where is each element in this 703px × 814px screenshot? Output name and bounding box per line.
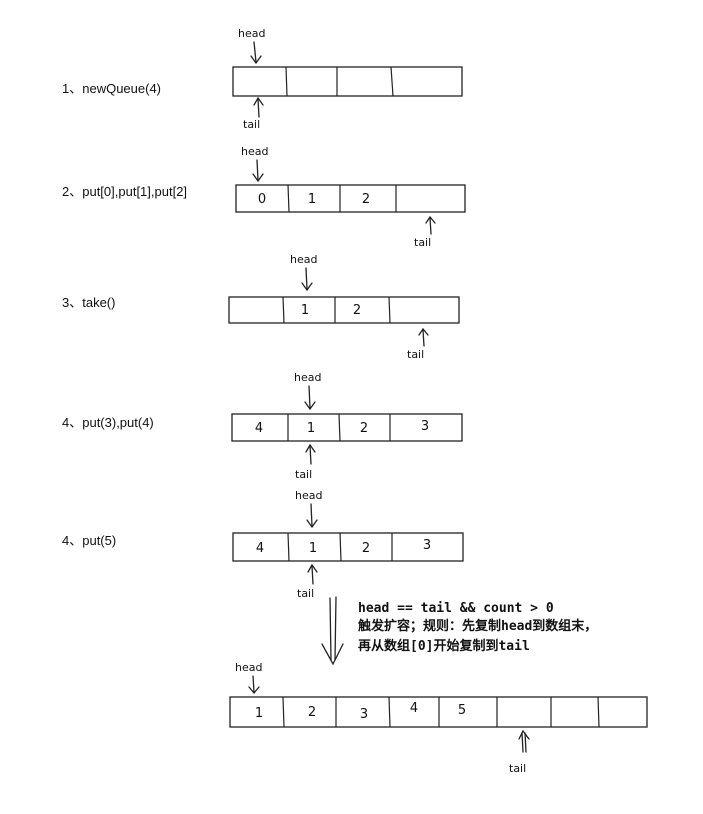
step-1: 1、newQueue(4) head tail xyxy=(62,27,463,131)
expanded-cell-0: 1 xyxy=(255,706,263,721)
step-5-cell-2: 2 xyxy=(362,541,370,556)
expansion-note: head == tail && count > 0 触发扩容；规则：先复制hea… xyxy=(357,601,597,654)
expansion-note-line-2: 触发扩容；规则：先复制head到数组末， xyxy=(357,618,597,634)
step-5-label: 4、put(5) xyxy=(62,533,116,548)
step-5-array-frame xyxy=(232,532,464,562)
step-3-head-arrow xyxy=(301,267,313,292)
expanded-divider xyxy=(597,696,600,728)
step-3-divider xyxy=(282,296,285,324)
step-4-cell-1: 1 xyxy=(307,421,315,436)
step-3-divider xyxy=(388,296,391,324)
step-2-cell-1: 1 xyxy=(308,192,316,207)
step-1-tail-label: tail xyxy=(243,118,260,131)
step-4-tail-arrow xyxy=(305,443,316,465)
step-5-head-label: head xyxy=(295,489,322,502)
step-2-cell-0: 0 xyxy=(258,192,266,207)
step-1-head-arrow xyxy=(250,41,262,65)
expanded-divider xyxy=(388,696,391,728)
step-2-tail-label: tail xyxy=(414,236,431,249)
step-1-label: 1、newQueue(4) xyxy=(62,81,161,96)
step-3-cell-2: 2 xyxy=(353,303,361,318)
expanded-tail-label: tail xyxy=(509,762,526,775)
step-5-divider xyxy=(287,532,290,562)
step-4-cell-2: 2 xyxy=(360,421,368,436)
step-2-label: 2、put[0],put[1],put[2] xyxy=(62,184,187,199)
step-5-cell-3: 3 xyxy=(423,538,431,553)
step-3-label: 3、take() xyxy=(62,295,115,310)
step-2-head-arrow xyxy=(252,159,264,183)
step-4-array: 4 1 2 3 xyxy=(231,413,463,442)
step-4-cell-0: 4 xyxy=(255,421,263,436)
expanded-cell-2: 3 xyxy=(360,707,368,722)
step-4-label: 4、put(3),put(4) xyxy=(62,415,154,430)
step-5-tail-arrow xyxy=(307,563,318,585)
step-2-array: 0 1 2 xyxy=(235,184,466,213)
step-4-cell-3: 3 xyxy=(421,419,429,434)
step-2-divider xyxy=(287,184,290,213)
step-5: 4、put(5) head 4 1 2 3 tail xyxy=(62,489,464,600)
step-1-array-frame xyxy=(232,66,463,97)
step-5-head-arrow xyxy=(306,503,318,529)
step-1-tail-arrow xyxy=(253,96,264,118)
step-4-head-arrow xyxy=(304,385,316,411)
step-5-cell-0: 4 xyxy=(256,541,264,556)
step-1-divider xyxy=(285,66,288,97)
step-3-tail-arrow xyxy=(418,327,429,347)
step-5-tail-label: tail xyxy=(297,587,314,600)
step-1-divider xyxy=(390,66,394,97)
expansion-note-line-1: head == tail && count > 0 xyxy=(358,601,554,616)
step-4-head-label: head xyxy=(294,371,321,384)
expanded-cell-4: 5 xyxy=(458,703,466,718)
step-4-divider xyxy=(338,413,341,442)
expanded-head-label: head xyxy=(235,661,262,674)
step-3-head-label: head xyxy=(290,253,317,266)
step-1-array xyxy=(232,66,463,97)
step-2-tail-arrow xyxy=(425,215,436,235)
step-2: 2、put[0],put[1],put[2] head 0 1 2 tail xyxy=(62,145,466,249)
step-3: 3、take() head 1 2 tail xyxy=(62,253,460,361)
step-5-divider xyxy=(339,532,342,562)
step-1-head-label: head xyxy=(238,27,265,40)
expand-down-arrow-icon xyxy=(321,596,344,666)
step-2-head-label: head xyxy=(241,145,268,158)
step-3-array-frame xyxy=(228,296,460,324)
step-3-tail-label: tail xyxy=(407,348,424,361)
expanded-step: head 1 2 3 4 5 tail xyxy=(229,661,648,775)
expansion-note-line-3: 再从数组[0]开始复制到tail xyxy=(358,638,530,654)
step-3-array: 1 2 xyxy=(228,296,460,324)
step-2-cell-2: 2 xyxy=(362,192,370,207)
step-3-cell-1: 1 xyxy=(301,303,309,318)
expanded-tail-arrow xyxy=(518,729,530,753)
expanded-cell-3: 4 xyxy=(410,701,418,716)
step-4-tail-label: tail xyxy=(295,468,312,481)
step-4: 4、put(3),put(4) head 4 1 2 3 tail xyxy=(62,371,463,481)
step-5-cell-1: 1 xyxy=(309,541,317,556)
expanded-array: 1 2 3 4 5 xyxy=(229,696,648,728)
expanded-cell-1: 2 xyxy=(308,705,316,720)
step-5-array: 4 1 2 3 xyxy=(232,532,464,562)
step-4-array-frame xyxy=(231,413,463,442)
step-2-array-frame xyxy=(235,184,466,213)
expanded-head-arrow xyxy=(248,675,260,695)
expanded-divider xyxy=(282,696,285,728)
